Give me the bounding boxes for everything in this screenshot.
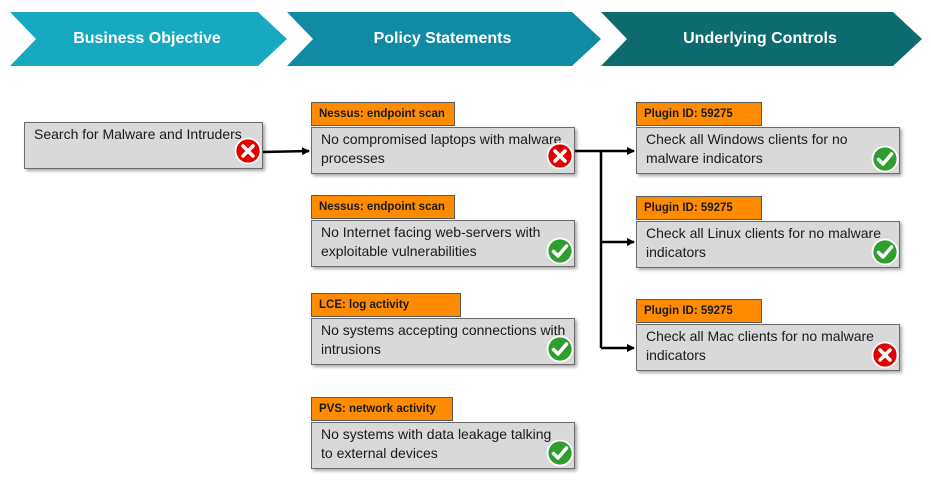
control-status — [871, 145, 899, 173]
check-icon — [546, 335, 574, 363]
check-icon — [546, 439, 574, 467]
policy-box: No compromised laptops with malware proc… — [311, 127, 575, 174]
policy-text: No systems with data leakage talking to … — [321, 426, 552, 461]
policy-tag: LCE: log activity — [311, 293, 461, 317]
chevron-policy-statements — [287, 12, 601, 66]
check-icon — [871, 238, 899, 266]
policy-status — [546, 237, 574, 265]
objective-box: Search for Malware and Intruders — [24, 122, 263, 169]
policy-status — [546, 142, 574, 170]
policy-tag: Nessus: endpoint scan — [311, 195, 455, 219]
connector-objective-to-policy — [262, 147, 310, 156]
policy-status — [546, 439, 574, 467]
x-icon — [234, 137, 262, 165]
policy-box: No Internet facing web-servers with expl… — [311, 220, 575, 267]
objective-text: Search for Malware and Intruders — [34, 126, 242, 142]
control-text: Check all Mac clients for no malware ind… — [646, 328, 874, 363]
header-policy-statements: Policy Statements — [373, 30, 512, 47]
policy-status — [546, 335, 574, 363]
control-box: Check all Mac clients for no malware ind… — [636, 324, 900, 371]
header-business-objective: Business Objective — [73, 30, 221, 47]
policy-box: No systems with data leakage talking to … — [311, 422, 575, 469]
chevron-underlying-controls — [601, 12, 922, 66]
control-tag: Plugin ID: 59275 — [636, 196, 762, 220]
policy-tag: Nessus: endpoint scan — [311, 102, 455, 126]
control-box: Check all Linux clients for no malware i… — [636, 221, 900, 268]
control-status — [871, 341, 899, 369]
header-underlying-controls: Underlying Controls — [683, 30, 837, 47]
control-box: Check all Windows clients for no malware… — [636, 127, 900, 174]
check-icon — [546, 237, 574, 265]
control-text: Check all Windows clients for no malware… — [646, 131, 848, 166]
policy-text: No compromised laptops with malware proc… — [321, 131, 562, 166]
control-text: Check all Linux clients for no malware i… — [646, 225, 881, 260]
control-status — [871, 238, 899, 266]
policy-text: No systems accepting connections with in… — [321, 322, 566, 357]
chevron-business-objective — [10, 12, 287, 66]
control-tag: Plugin ID: 59275 — [636, 102, 762, 126]
policy-tag: PVS: network activity — [311, 397, 453, 421]
x-icon — [546, 142, 574, 170]
x-icon — [871, 341, 899, 369]
policy-text: No Internet facing web-servers with expl… — [321, 224, 541, 259]
policy-box: No systems accepting connections with in… — [311, 318, 575, 365]
check-icon — [871, 145, 899, 173]
control-tag: Plugin ID: 59275 — [636, 299, 762, 323]
objective-status — [234, 137, 262, 165]
